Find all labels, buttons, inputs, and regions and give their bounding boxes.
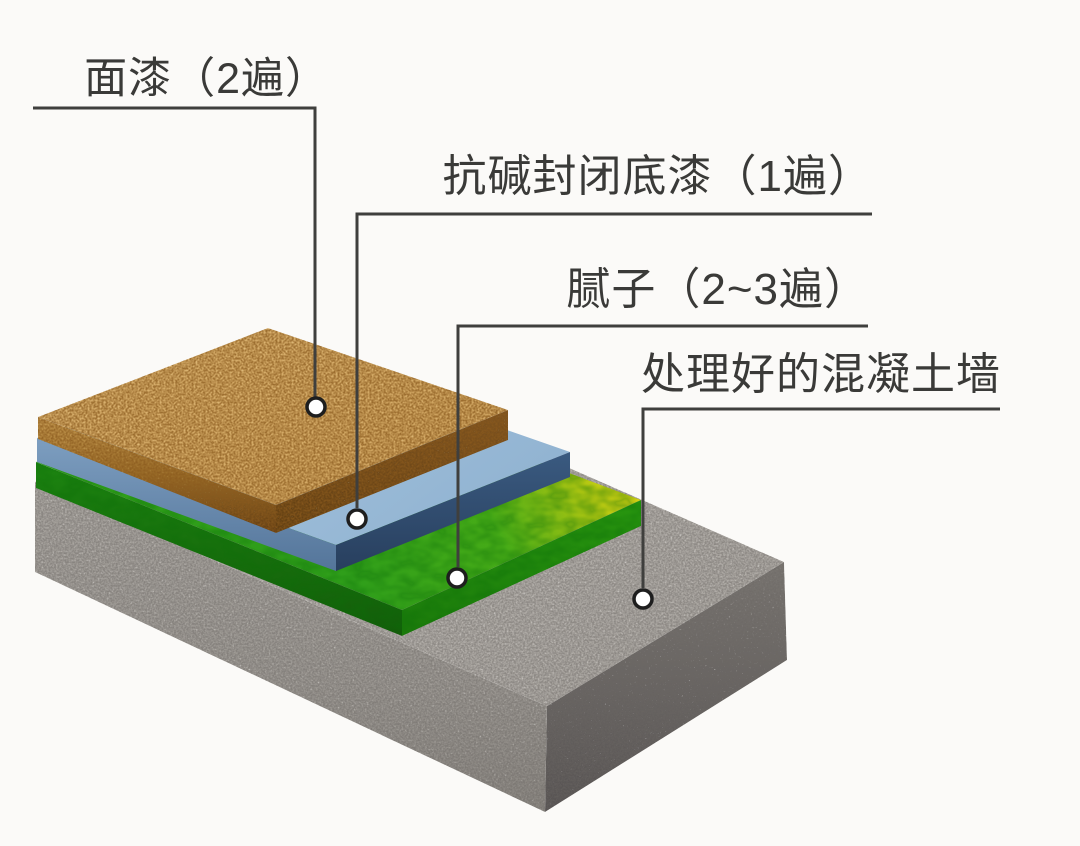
marker-topcoat [305,396,327,418]
marker-primer [346,508,368,530]
marker-putty [446,567,468,589]
putty-front-right-face [402,500,641,636]
putty-front-left-face [36,462,402,636]
topcoat-layer [38,328,508,533]
primer-front-right-face [336,452,570,571]
leader-line-topcoat [33,106,317,397]
topcoat-front-left-face [38,417,276,533]
label-concrete: 处理好的混凝土墙 [641,350,1001,399]
label-putty: 腻子（2~3遍） [566,265,869,314]
leader-lines [33,106,1000,588]
primer-front-left-face [37,438,336,571]
label-topcoat: 面漆（2遍） [84,55,329,103]
marker-concrete [632,588,654,610]
concrete-front-right-face [545,562,787,812]
leader-line-concrete [641,407,1000,588]
leader-line-putty [456,324,868,567]
label-primer: 抗碱封闭底漆（1遍） [442,152,873,201]
topcoat-front-right-face [276,410,508,533]
concrete-front-left-face [35,482,547,812]
point-markers [305,396,654,610]
leader-line-primer [355,212,872,508]
topcoat-top-face [38,328,508,505]
